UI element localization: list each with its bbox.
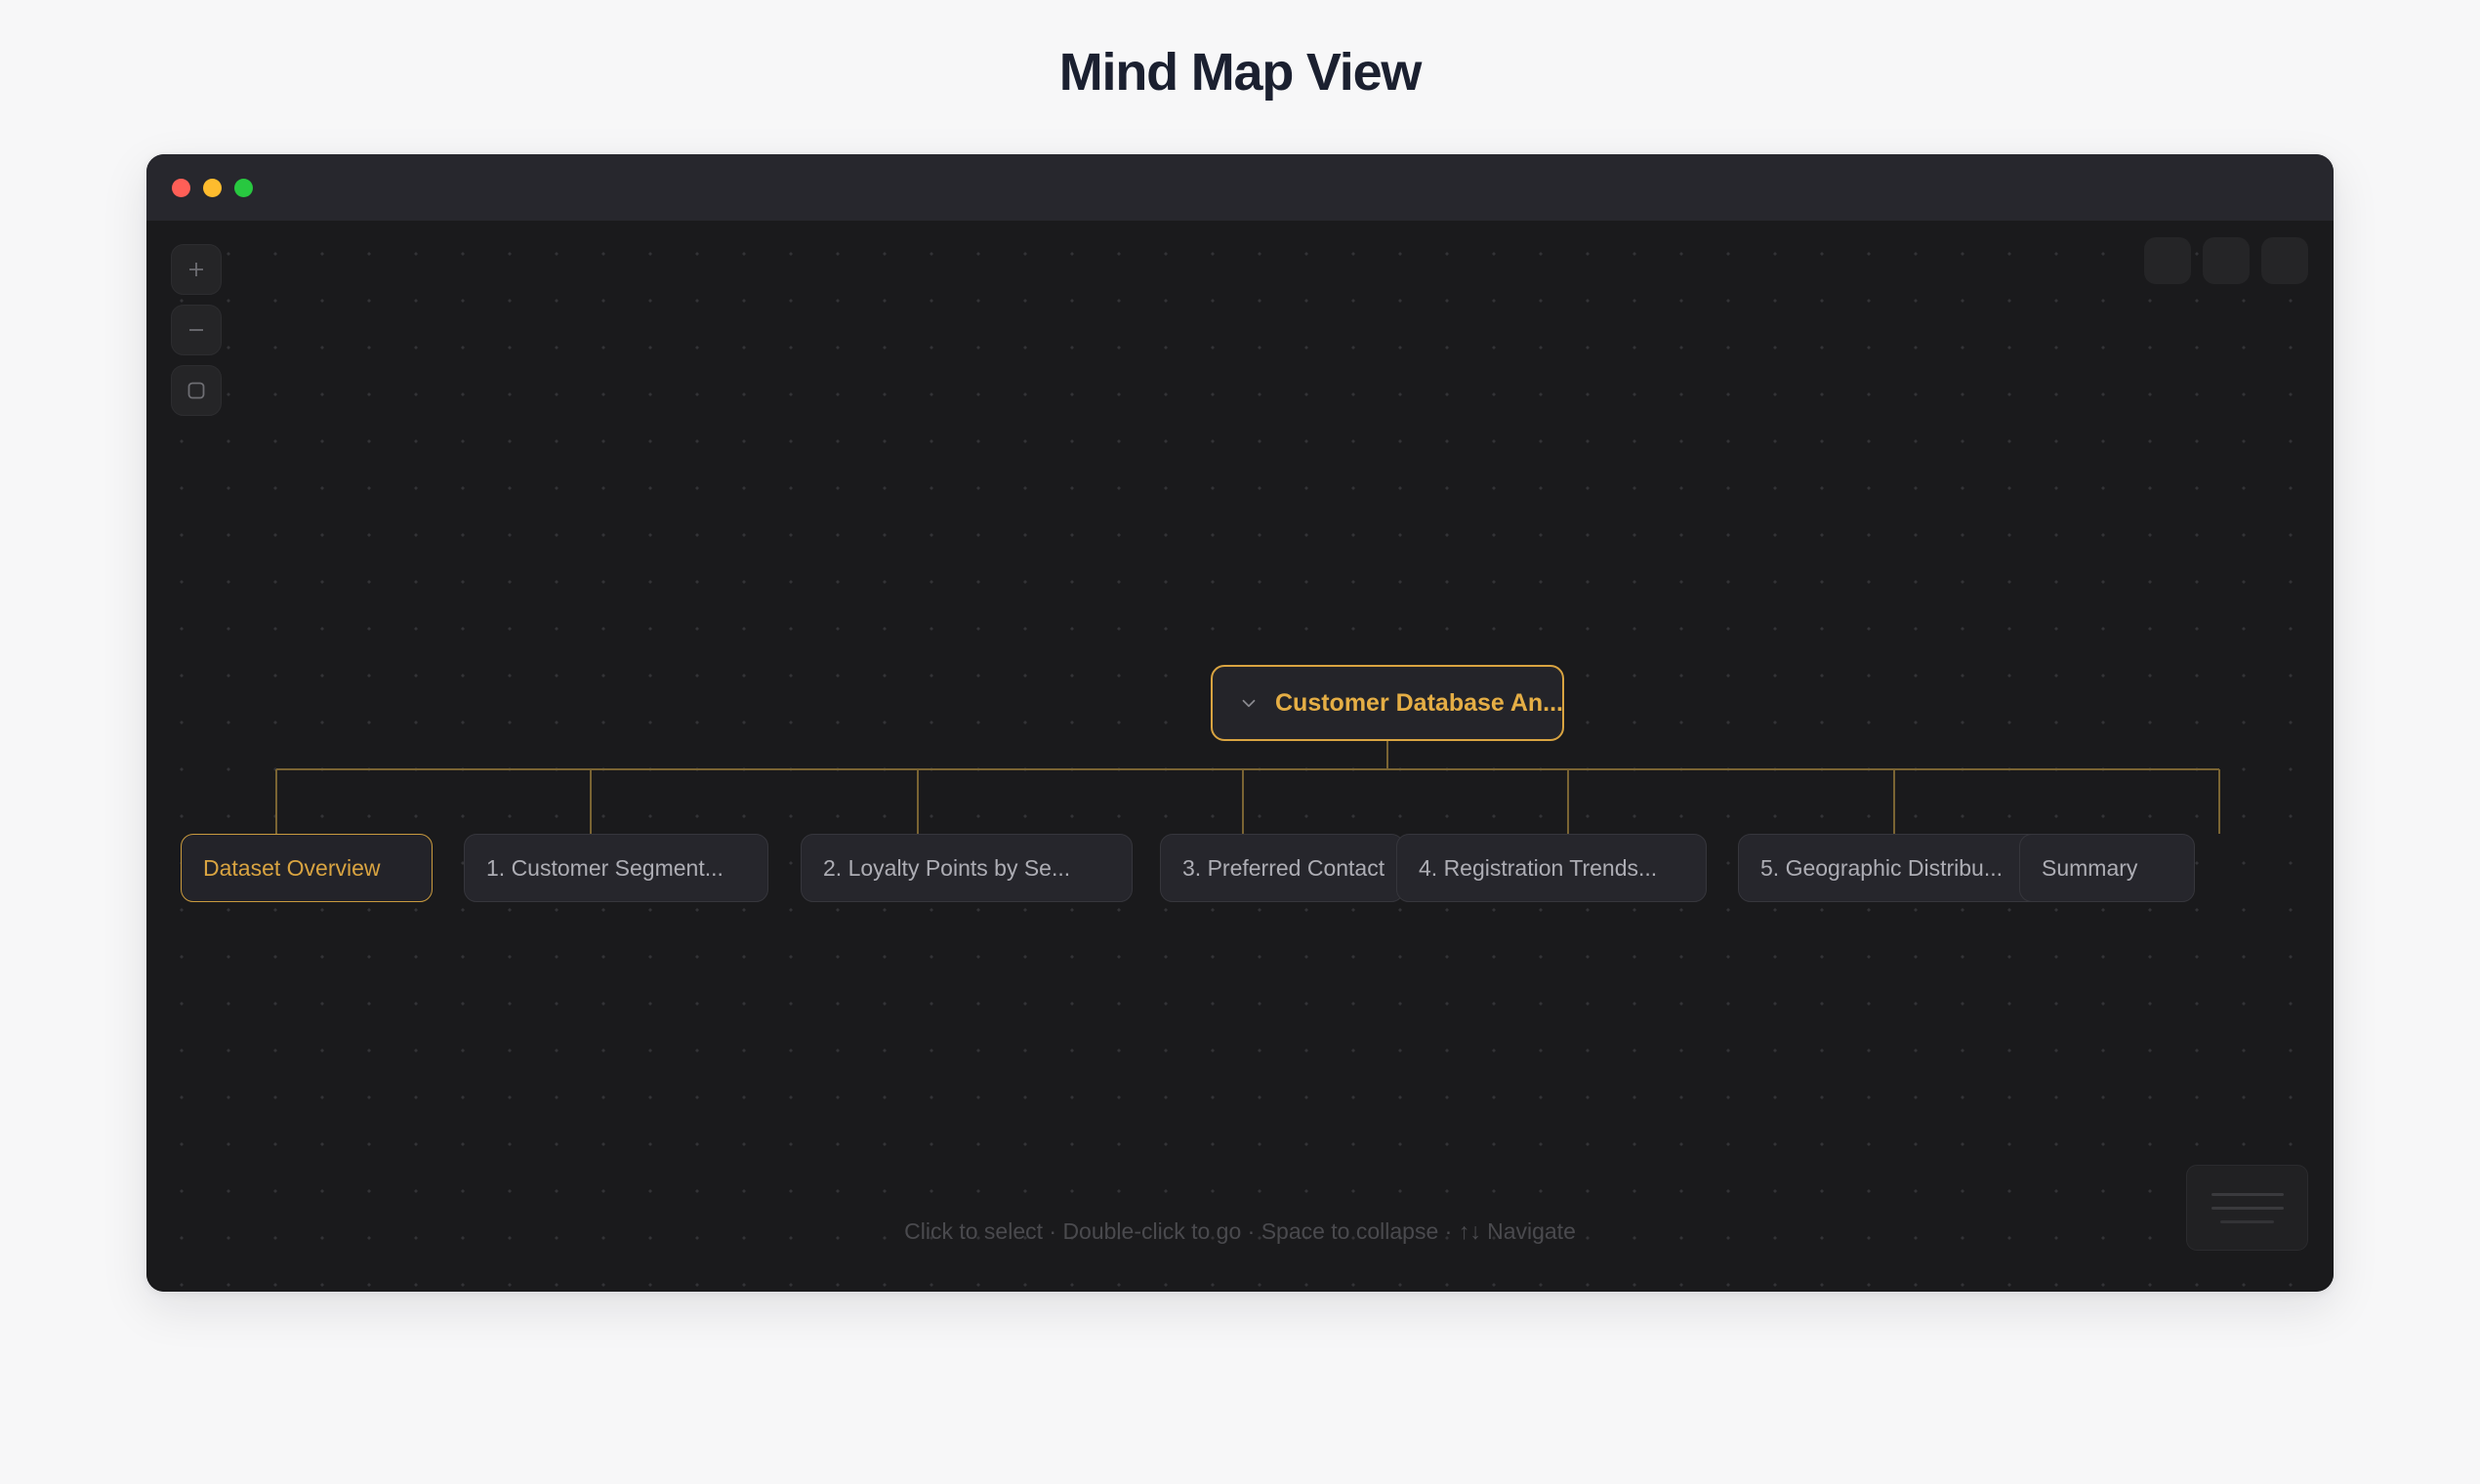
minus-icon xyxy=(189,329,203,331)
window-titlebar xyxy=(146,154,2334,221)
mindmap-node[interactable]: 5. Geographic Distribu... xyxy=(1738,834,2058,902)
mindmap-node-label: 3. Preferred Contact xyxy=(1182,854,1385,881)
mindmap-node[interactable]: Dataset Overview xyxy=(181,834,433,902)
chevron-down-icon[interactable] xyxy=(1238,692,1260,714)
minimap[interactable] xyxy=(2186,1165,2308,1251)
fit-view-button[interactable] xyxy=(171,365,222,416)
panel-button-1[interactable] xyxy=(2144,237,2191,284)
zoom-controls xyxy=(171,244,222,416)
panel-button-2[interactable] xyxy=(2203,237,2250,284)
hint-text: Click to select · Double-click to go · S… xyxy=(904,1218,1576,1244)
page-title: Mind Map View xyxy=(1058,43,1423,102)
mindmap-node[interactable]: 2. Loyalty Points by Se... xyxy=(801,834,1133,902)
mindmap-node-label: 4. Registration Trends... xyxy=(1419,854,1658,881)
zoom-out-button[interactable] xyxy=(171,305,222,355)
panel-button-3[interactable] xyxy=(2261,237,2308,284)
minimap-line-3 xyxy=(2220,1219,2274,1223)
maximize-button[interactable] xyxy=(234,178,253,197)
mindmap-nodes: Customer Database An... Dataset Overview 1… xyxy=(146,221,2334,1292)
mindmap-node-label: 2. Loyalty Points by Se... xyxy=(823,854,1071,881)
mindmap-root-node[interactable]: Customer Database An... xyxy=(1211,665,1564,741)
close-button[interactable] xyxy=(172,178,190,197)
mindmap-node-label: 5. Geographic Distribu... xyxy=(1760,854,2004,881)
mindmap-node[interactable]: 4. Registration Trends... xyxy=(1396,834,1707,902)
mindmap-node-label: Summary xyxy=(2042,854,2138,881)
mindmap-canvas[interactable]: Customer Database An... Dataset Overview 1… xyxy=(146,221,2334,1292)
app-window: Customer Database An... Dataset Overview 1… xyxy=(146,154,2334,1292)
mindmap-node[interactable]: Summary xyxy=(2019,834,2195,902)
mindmap-node-label: Dataset Overview xyxy=(203,854,381,881)
mindmap-node[interactable]: 3. Preferred Contact xyxy=(1160,834,1404,902)
zoom-in-button[interactable] xyxy=(171,244,222,295)
mindmap-node-label: 1. Customer Segment... xyxy=(486,854,723,881)
minimap-line-2 xyxy=(2211,1206,2284,1210)
minimize-button[interactable] xyxy=(203,178,222,197)
plus-icon xyxy=(189,263,203,276)
mindmap-node[interactable]: 1. Customer Segment... xyxy=(464,834,768,902)
toolbar-top-right xyxy=(2144,237,2308,284)
minimap-line-1 xyxy=(2211,1192,2284,1196)
mindmap-root-label: Customer Database An... xyxy=(1275,688,1563,717)
square-icon xyxy=(187,382,205,399)
